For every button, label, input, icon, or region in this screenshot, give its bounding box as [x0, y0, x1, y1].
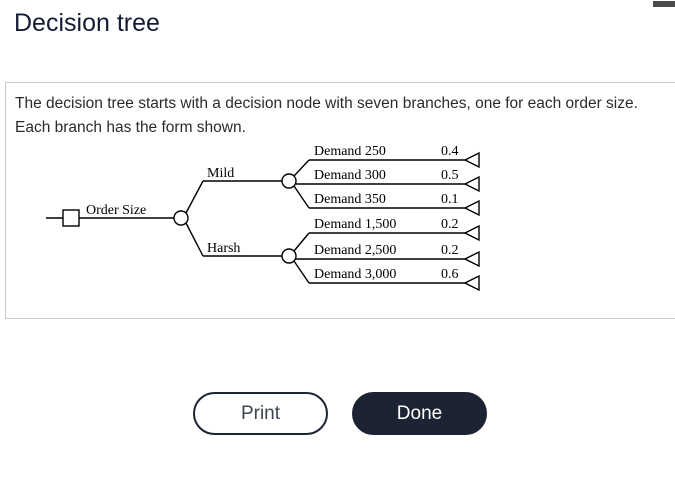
outcome-label-harsh-2: Demand 2,500: [314, 243, 396, 258]
done-button[interactable]: Done: [352, 392, 487, 435]
branch-label-harsh: Harsh: [207, 241, 240, 256]
prompt-text: The decision tree starts with a decision…: [15, 95, 638, 136]
terminal-node-triangle-harsh-2: [463, 250, 480, 268]
chance-node-mild: [281, 173, 297, 189]
terminal-node-triangle-mild-1: [463, 151, 480, 169]
outcome-label-mild-2: Demand 300: [314, 168, 386, 183]
branch-label-mild: Mild: [207, 166, 234, 181]
button-row: Print Done: [193, 392, 487, 435]
outcome-line-harsh-3: [293, 260, 310, 284]
chance-node-harsh: [281, 248, 297, 264]
scrollbar-nub[interactable]: [653, 1, 675, 7]
outcome-prob-harsh-1: 0.2: [441, 217, 459, 232]
chance-node-root: [173, 210, 189, 226]
outcome-label-mild-1: Demand 250: [314, 146, 386, 159]
content-panel: The decision tree starts with a decision…: [5, 82, 675, 319]
terminal-node-triangle-mild-2: [463, 175, 480, 193]
outcome-prob-mild-3: 0.1: [441, 192, 459, 207]
outcome-line-harsh-1: [293, 232, 310, 252]
branch-line-harsh: [185, 222, 204, 257]
outcome-prob-harsh-3: 0.6: [441, 267, 459, 282]
outcome-prob-mild-1: 0.4: [441, 146, 459, 159]
page-title: Decision tree: [14, 9, 160, 37]
outcome-prob-harsh-2: 0.2: [441, 243, 459, 258]
outcome-label-harsh-1: Demand 1,500: [314, 217, 396, 232]
branch-line-mild: [185, 180, 204, 214]
print-button[interactable]: Print: [193, 392, 328, 435]
outcome-line-mild-1: [293, 159, 310, 177]
outcome-line-mild-3: [293, 185, 310, 209]
outcome-prob-mild-2: 0.5: [441, 168, 459, 183]
decision-node-square: [62, 209, 80, 227]
decision-tree-diagram: Order Size Mild Demand 250 0.4 Demand 30…: [46, 146, 480, 292]
terminal-node-triangle-harsh-1: [463, 224, 480, 242]
outcome-label-harsh-3: Demand 3,000: [314, 267, 396, 282]
terminal-node-triangle-harsh-3: [463, 274, 480, 292]
root-branch-label: Order Size: [86, 203, 146, 218]
outcome-label-mild-3: Demand 350: [314, 192, 386, 207]
terminal-node-triangle-mild-3: [463, 199, 480, 217]
